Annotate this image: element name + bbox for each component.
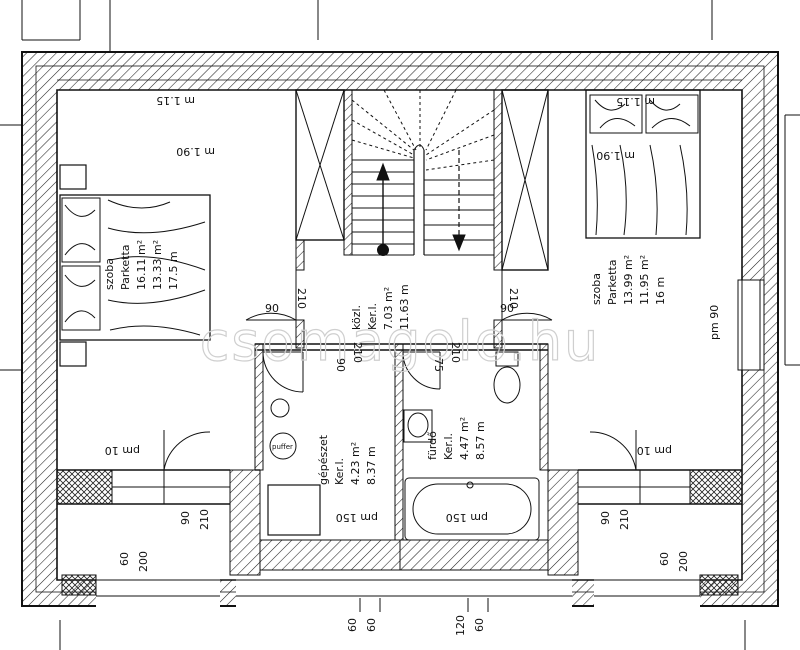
- right-bedroom-label: szoba Parketta 13.99 m² 11.95 m² 16 m: [590, 255, 667, 305]
- room-area-1: 4.47 m²: [458, 417, 471, 460]
- doors: [163, 270, 637, 471]
- room-area-2: 8.37 m: [365, 446, 378, 485]
- bath-window-label: pm 150: [446, 511, 488, 524]
- dim-bottom-right-d: 200: [677, 551, 690, 572]
- room-area-1: 4.23 m²: [349, 442, 362, 485]
- dim-door-left-top: 210: [295, 288, 308, 309]
- bottom-openings: [61, 574, 739, 609]
- room-area-2: 11.95 m²: [638, 255, 651, 305]
- window-left-low-label: pm 10: [105, 444, 140, 457]
- dim-bottom-right-a: 90: [599, 511, 612, 525]
- bed-left-size-b: m 1.90: [176, 145, 215, 158]
- dim-door-right-top: 210: [507, 288, 520, 309]
- dimension-ticks: [359, 598, 489, 612]
- staircase: [351, 89, 495, 256]
- dim-mech-door-w: 90: [334, 358, 347, 372]
- watermark: csomagolo.hu: [200, 310, 601, 373]
- hall-label: közl. Ker.l. 7.03 m² 11.63 m: [350, 284, 411, 330]
- room-area-1: 16.11 m²: [135, 240, 148, 290]
- dim-bottom-right-b: 210: [618, 509, 631, 530]
- right-window: [737, 279, 765, 371]
- dim-door-left-bot: 90: [265, 302, 279, 315]
- dim-bottom-right-c: 60: [658, 552, 671, 566]
- room-area-2: 13.33 m²: [151, 240, 164, 290]
- dim-bath-door-h: 210: [449, 342, 462, 363]
- room-floor: Parketta: [119, 244, 132, 290]
- room-perimeter: 17.5 m: [167, 251, 180, 290]
- dim-bottom-bath-b: 60: [473, 618, 486, 632]
- dim-bottom-left-d: 200: [137, 551, 150, 572]
- room-floor: Parketta: [606, 259, 619, 305]
- window-right-label: pm 90: [708, 305, 721, 340]
- dim-bottom-left-c: 60: [118, 552, 131, 566]
- fixtures: [267, 351, 540, 541]
- bed-right-size-a: m 1.15: [616, 95, 655, 108]
- room-name: szoba: [590, 273, 603, 305]
- dim-bath-door-w: 75: [432, 358, 445, 372]
- dim-door-right-bot: 90: [500, 302, 514, 315]
- room-area-1: 7.03 m²: [382, 287, 395, 330]
- window-right-low-label: pm 10: [637, 444, 672, 457]
- room-name: fürdő: [426, 431, 439, 460]
- dim-bottom-bath-a: 120: [454, 615, 467, 636]
- bed-left-size-a: m 1.15: [156, 94, 195, 107]
- dim-bottom-left-a: 90: [179, 511, 192, 525]
- dim-bottom-mech-a: 60: [346, 618, 359, 632]
- room-area-2: 11.63 m: [398, 284, 411, 330]
- room-floor: Ker.l.: [366, 303, 379, 330]
- dim-bottom-mech-b: 60: [365, 618, 378, 632]
- room-area-1: 13.99 m²: [622, 255, 635, 305]
- dim-mech-door-h: 210: [351, 342, 364, 363]
- room-floor: Ker.l.: [333, 458, 346, 485]
- left-bedroom-label: szoba Parketta 16.11 m² 13.33 m² 17.5 m: [103, 240, 180, 290]
- right-bed: [585, 89, 701, 239]
- room-name: gépészet: [317, 434, 330, 485]
- mech-window-label: pm 150: [336, 511, 378, 524]
- mechanical-label: gépészet Ker.l. 4.23 m² 8.37 m: [317, 434, 378, 485]
- room-floor: Ker.l.: [442, 433, 455, 460]
- bath-label: fürdő Ker.l. 4.47 m² 8.57 m: [426, 417, 487, 460]
- lower-partitions: [56, 469, 743, 576]
- left-bed: [59, 164, 211, 367]
- puffer-label: puffer: [272, 443, 293, 451]
- room-area-2: 8.57 m: [474, 421, 487, 460]
- bed-right-size-b: m 1.90: [596, 149, 635, 162]
- room-perimeter: 16 m: [654, 277, 667, 305]
- room-name: szoba: [103, 258, 116, 290]
- dim-bottom-left-b: 210: [198, 509, 211, 530]
- room-name: közl.: [350, 305, 363, 330]
